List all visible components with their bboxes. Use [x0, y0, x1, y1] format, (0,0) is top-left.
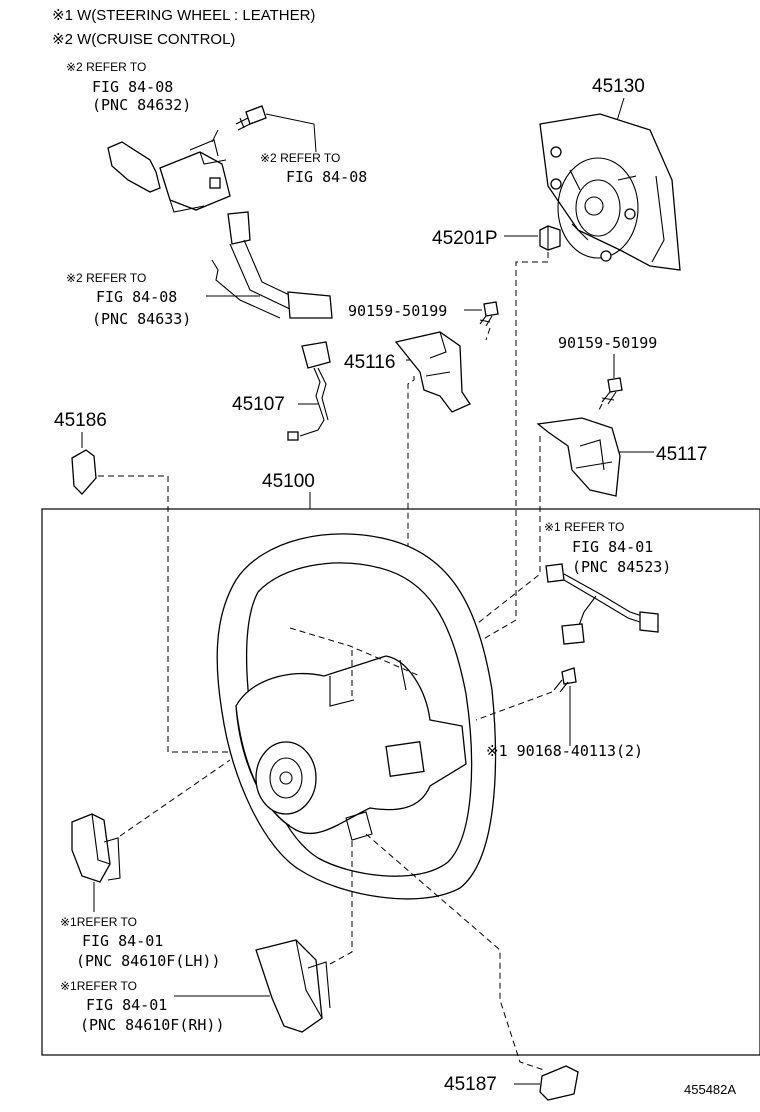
ref-84632-line1: ※2 REFER TO [66, 60, 146, 74]
callout-ref-84610-rh: ※1REFER TO FIG 84-01 (PNC 84610F(RH)) [60, 979, 225, 1034]
dash-84610-rh [329, 840, 353, 965]
cover-45117-drawing [536, 417, 621, 497]
ref-84523-line3: (PNC 84523) [572, 558, 671, 576]
callout-ref-84632: ※2 REFER TO FIG 84-08 (PNC 84632) [66, 60, 191, 114]
ref-84633-line3: (PNC 84633) [92, 310, 191, 328]
cover-45186-drawing [71, 449, 97, 495]
cover-45187-drawing [539, 1065, 579, 1101]
illustration-id: 455482A [684, 1082, 736, 1097]
part-number-45186[interactable]: 45186 [54, 410, 107, 431]
part-number-90159-a[interactable]: 90159-50199 [348, 302, 447, 320]
ref-84610-rh-line2: FIG 84-01 [86, 996, 167, 1014]
ref-84610-rh-line1: ※1REFER TO [60, 979, 137, 993]
part-number-90168[interactable]: ※1 90168-40113(2) [486, 742, 643, 760]
screw-icon-90159-b [601, 377, 623, 405]
cover-45116-drawing [394, 331, 471, 413]
ref-84610-lh-line1: ※1REFER TO [60, 915, 137, 929]
nut-45201p-drawing [539, 225, 561, 251]
dash-45186 [98, 475, 231, 753]
ref-84610-lh-line2: FIG 84-01 [82, 932, 163, 950]
ref-84633-line1: ※2 REFER TO [66, 271, 146, 285]
wire-harness-45107-drawing [287, 341, 331, 441]
ref-84633-line2: FIG 84-08 [96, 288, 177, 306]
wheel-assembly-frame [41, 508, 760, 1056]
dash-wheel-top-1 [289, 627, 421, 677]
screw-icon-90159-a [479, 301, 499, 327]
part-number-45187[interactable]: 45187 [444, 1074, 497, 1095]
switch-84610-rh-drawing [255, 939, 331, 1033]
wire-harness-84523-drawing [545, 563, 659, 645]
callout-ref-8408-screw: ※2 REFER TO FIG 84-08 [260, 151, 367, 186]
part-number-45107[interactable]: 45107 [232, 394, 285, 415]
dash-45187 [365, 833, 545, 1071]
ref-84610-rh-line3: (PNC 84610F(RH)) [80, 1016, 225, 1034]
dash-84610-lh [119, 759, 231, 837]
ref-84523-line1: ※1 REFER TO [544, 520, 624, 534]
dash-90168 [475, 691, 553, 721]
note-leather: ※1 W(STEERING WHEEL : LEATHER) [52, 7, 315, 24]
ref-84632-line2: FIG 84-08 [92, 78, 173, 96]
part-number-45100[interactable]: 45100 [262, 471, 315, 492]
callout-ref-84523: ※1 REFER TO FIG 84-01 (PNC 84523) [544, 520, 671, 576]
part-number-45116[interactable]: 45116 [344, 352, 395, 373]
ref-84610-lh-line3: (PNC 84610F(LH)) [76, 952, 221, 970]
airbag-45130-drawing [539, 113, 681, 271]
ref-8408-screw-line2: FIG 84-08 [286, 168, 367, 186]
part-number-90159-b[interactable]: 90159-50199 [558, 334, 657, 352]
part-number-45130[interactable]: 45130 [592, 76, 645, 97]
part-number-45117[interactable]: 45117 [656, 444, 707, 465]
part-number-45201p[interactable]: 45201P [432, 228, 498, 249]
ref-84523-line2: FIG 84-01 [572, 538, 653, 556]
ref-8408-screw-line1: ※2 REFER TO [260, 151, 340, 165]
dash-90159-b [597, 403, 603, 413]
leader-8408-screw [265, 113, 317, 153]
cruise-control-switch-drawing [107, 139, 333, 319]
callout-ref-84610-lh: ※1REFER TO FIG 84-01 (PNC 84610F(LH)) [60, 915, 221, 970]
dash-45201p [419, 252, 549, 677]
switch-84610-lh-drawing [71, 813, 121, 883]
note-cruise-control: ※2 W(CRUISE CONTROL) [52, 31, 235, 48]
screw-icon-90168 [553, 667, 577, 693]
callout-ref-84633: ※2 REFER TO FIG 84-08 (PNC 84633) [66, 271, 191, 328]
dash-90159-a [485, 327, 491, 341]
steering-wheel-drawing [216, 533, 497, 900]
ref-84632-line3: (PNC 84632) [92, 96, 191, 114]
dash-45117 [453, 436, 541, 643]
screw-icon-top [235, 105, 267, 131]
